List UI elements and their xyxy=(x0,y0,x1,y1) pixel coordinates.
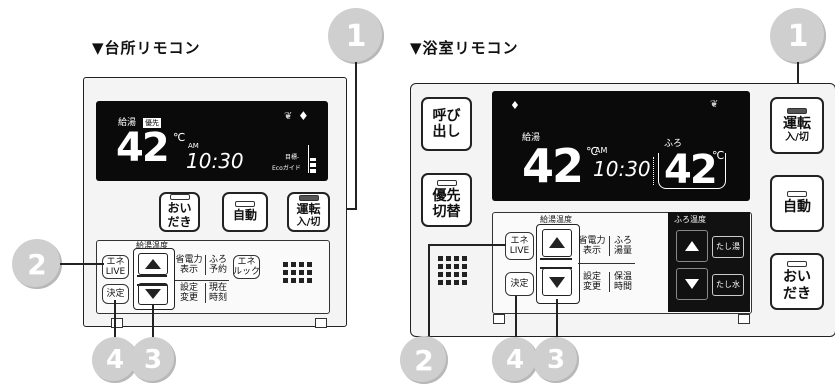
unten-button-bath[interactable]: 運転入/切 xyxy=(770,97,824,154)
bath-lcd: ♦ ❦ 給湯 42 ℃ AM 10:30 ふろ 42 ℃ xyxy=(492,91,750,201)
divider xyxy=(578,263,635,264)
yobidashi-button[interactable]: 呼び 出し xyxy=(421,97,472,151)
callout-line xyxy=(60,263,104,265)
temp-unit: ℃ xyxy=(586,145,599,158)
speaker-grille-icon xyxy=(283,262,312,283)
am-label: AM xyxy=(595,146,608,155)
divider xyxy=(175,280,229,281)
callout-2-bath: 2 xyxy=(400,336,448,384)
am-label: AM xyxy=(188,142,199,150)
clock-time: 10:30 xyxy=(593,157,651,181)
down-arrow-icon xyxy=(549,277,565,288)
callout-line xyxy=(355,62,357,210)
kyuto-ondo-label: 給湯温度 xyxy=(540,215,572,224)
furo-down-button[interactable] xyxy=(676,268,708,300)
kettei-button[interactable]: 決定 xyxy=(102,284,129,304)
kyuto-label: 給湯 xyxy=(522,133,541,143)
furo-yuryo-button[interactable]: ふろ 湯量 xyxy=(609,236,636,256)
callout-line xyxy=(152,305,154,338)
temp-unit: ℃ xyxy=(173,131,186,144)
callout-1-bath: 1 xyxy=(770,8,826,64)
hinge-left xyxy=(493,314,505,324)
hinge-left xyxy=(111,318,123,328)
flame-icon: ♦ xyxy=(510,99,520,112)
kitchen-lcd: 給湯 優先 42 ℃ AM 10:30 ❦ ♦ 目標- Ecoガイド xyxy=(96,101,328,181)
hoon-button[interactable]: 保温 時間 xyxy=(609,272,636,292)
up-arrow-icon xyxy=(685,241,699,251)
tub-outline xyxy=(658,153,726,189)
genzai-button[interactable]: 現在 時刻 xyxy=(205,283,230,303)
yusen-badge: 優先 xyxy=(143,118,161,128)
tashiyu-button[interactable]: たし湯 xyxy=(712,236,744,258)
callout-3-kitchen: 3 xyxy=(130,337,176,383)
eco-leaf-icon: ❦ xyxy=(284,111,293,122)
settei-button[interactable]: 設定 変更 xyxy=(179,283,198,303)
ene-live-button[interactable]: エネ LIVE xyxy=(505,232,534,260)
up-arrow-icon xyxy=(145,259,161,269)
callout-line xyxy=(515,296,517,338)
meyasu-label: 目標- xyxy=(285,154,300,161)
callout-line xyxy=(428,244,506,246)
furo-yoyaku-button[interactable]: ふろ 予約 xyxy=(205,255,230,275)
clock-time: 10:30 xyxy=(186,149,244,173)
hinge-right xyxy=(738,314,750,324)
flame-icon: ♦ xyxy=(298,109,309,123)
down-arrow-icon xyxy=(145,289,161,299)
speaker-grille-icon xyxy=(438,256,467,285)
tashimizu-button[interactable]: たし水 xyxy=(712,274,744,296)
eco-guide-label: Ecoガイド xyxy=(272,165,301,172)
kitchen-remote-title: ▼台所リモコン xyxy=(92,39,201,57)
oidaki-button[interactable]: おい だき xyxy=(159,192,200,232)
down-arrow-icon xyxy=(685,279,699,289)
jido-button[interactable]: 自動 xyxy=(222,192,268,232)
temp-up-button[interactable] xyxy=(138,253,168,275)
furo-ondo-label: ふろ温度 xyxy=(674,215,706,224)
unten-button[interactable]: 運転入/切 xyxy=(287,192,330,232)
callout-line xyxy=(556,299,558,338)
settei-button[interactable]: 設定 変更 xyxy=(582,272,601,292)
temp-indicator-marks xyxy=(137,275,167,286)
furo-label: ふろ xyxy=(664,139,683,149)
temp-up-button[interactable] xyxy=(542,229,572,257)
callout-line xyxy=(797,62,799,100)
callout-1-kitchen: 1 xyxy=(328,8,384,64)
up-arrow-icon xyxy=(549,237,565,248)
furo-up-button[interactable] xyxy=(676,230,708,262)
kyuto-label: 給湯 xyxy=(118,118,137,128)
oidaki-button-bath[interactable]: おい だき xyxy=(770,253,824,310)
temp-indicator-marks xyxy=(540,258,572,269)
ene-look-button[interactable]: エネ ルック xyxy=(233,255,261,279)
shoden-button[interactable]: 省電力 表示 xyxy=(175,255,203,275)
bath-water-temp: 42 xyxy=(522,139,584,193)
callout-4-bath: 4 xyxy=(492,337,538,383)
bath-remote-title: ▼浴室リモコン xyxy=(410,39,519,57)
yusen-kirikae-button[interactable]: 優先 切替 xyxy=(421,173,472,227)
hinge-right xyxy=(315,318,327,328)
kitchen-water-temp: 42 xyxy=(116,125,170,171)
jido-button-bath[interactable]: 自動 xyxy=(770,175,824,232)
temp-down-button[interactable] xyxy=(542,268,572,296)
eco-leaf-icon: ❦ xyxy=(710,99,719,110)
furo-gauge xyxy=(653,157,662,185)
callout-line xyxy=(428,244,430,339)
callout-2-kitchen: 2 xyxy=(12,239,62,289)
temp-down-button[interactable] xyxy=(138,283,168,305)
furo-temp: 42 xyxy=(664,147,718,193)
kyuto-ondo-label: 給湯温度 xyxy=(136,241,168,250)
callout-3-bath: 3 xyxy=(533,337,579,383)
callout-line xyxy=(114,300,116,338)
kettei-button[interactable]: 決定 xyxy=(505,272,534,296)
eco-gauge xyxy=(308,145,316,173)
ene-live-button[interactable]: エネ LIVE xyxy=(102,255,129,279)
shoden-button[interactable]: 省電力 表示 xyxy=(578,236,606,256)
